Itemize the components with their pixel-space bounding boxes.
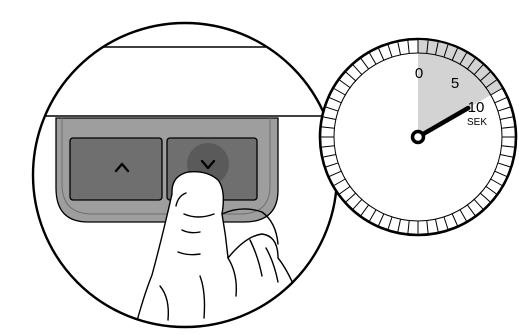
- dial-tick: [329, 97, 342, 104]
- dial-tick: [397, 219, 402, 232]
- dial-tick: [329, 170, 342, 177]
- dial-tick: [407, 40, 410, 54]
- dial-tick: [360, 204, 370, 216]
- dial-tick-marks: [321, 40, 515, 234]
- dial-tick: [443, 216, 449, 230]
- dial-tick: [333, 178, 346, 186]
- dial-tick: [473, 64, 484, 75]
- dial-label-five: 5: [451, 75, 459, 92]
- chevron-down-icon: [200, 159, 216, 170]
- dial-tick: [360, 58, 370, 70]
- dial-tick: [497, 106, 511, 112]
- dial-tick: [459, 209, 467, 222]
- dial-tick: [451, 48, 458, 61]
- dial-tick: [426, 220, 429, 234]
- timer-hand: [415, 105, 471, 140]
- dial-unit-label: SEK: [467, 117, 487, 128]
- dial-tick: [378, 48, 385, 61]
- dial-label-ten: 10: [468, 99, 485, 116]
- dial-tick: [500, 153, 513, 158]
- dial-tick: [339, 79, 351, 89]
- dial-tick: [325, 106, 339, 112]
- dial-tick: [323, 116, 336, 121]
- dial-tick: [501, 145, 515, 148]
- dial-tick: [473, 199, 484, 210]
- dial-tick: [494, 97, 507, 104]
- dial-tick: [494, 170, 507, 177]
- dial-tick: [490, 88, 503, 96]
- dial-tick: [480, 71, 491, 82]
- dial-tick: [321, 126, 335, 129]
- dial-tick: [480, 192, 491, 203]
- dial-tick: [387, 216, 393, 230]
- dial-tick: [369, 209, 377, 222]
- elapsed-time-sector: [418, 40, 503, 137]
- up-button[interactable]: [69, 137, 163, 201]
- dial-tick: [459, 52, 467, 65]
- dial-tick: [325, 162, 339, 168]
- dial-tick: [369, 52, 377, 65]
- dial-tick: [345, 192, 356, 203]
- dial-tick: [378, 213, 385, 226]
- chevron-up-icon: [114, 162, 130, 173]
- hand-illustration: [131, 170, 313, 327]
- dial-tick: [345, 71, 356, 82]
- dial-tick: [434, 219, 439, 232]
- dial-tick: [333, 88, 346, 96]
- dial-tick: [451, 213, 458, 226]
- dial-tick: [434, 42, 439, 55]
- dial-tick: [485, 79, 497, 89]
- dial-tick: [466, 58, 476, 70]
- dial-tick: [339, 185, 351, 195]
- dial-label-zero: 0: [415, 65, 423, 82]
- dial-tick: [500, 116, 513, 121]
- magnified-control-panel: [31, 21, 339, 329]
- dial-tick: [426, 40, 429, 54]
- dial-tick: [497, 162, 511, 168]
- dial-tick: [485, 185, 497, 195]
- dial-tick: [352, 64, 363, 75]
- dial-tick: [387, 44, 393, 58]
- dial-tick: [321, 145, 335, 148]
- dial-tick: [397, 42, 402, 55]
- dial-tick: [443, 44, 449, 58]
- dial-tick: [490, 178, 503, 186]
- timer-dial: 0 5 10 SEK: [318, 37, 518, 237]
- dial-tick: [501, 126, 515, 129]
- dial-tick: [407, 220, 410, 234]
- dial-tick: [352, 199, 363, 210]
- timer-hand-hub: [410, 129, 426, 145]
- dial-tick: [466, 204, 476, 216]
- dial-tick: [323, 153, 336, 158]
